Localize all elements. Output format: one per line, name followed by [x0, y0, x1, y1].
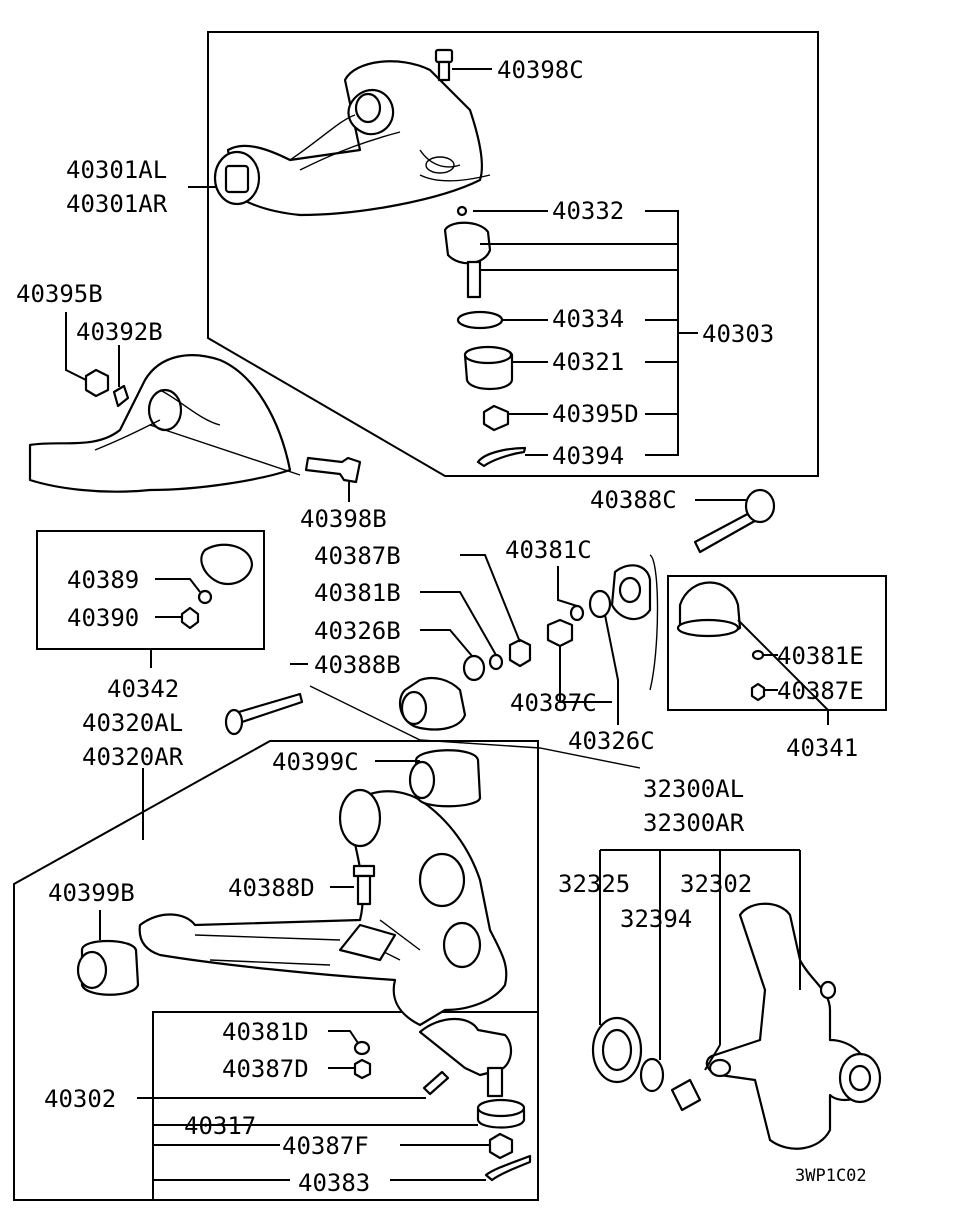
- leader-40326C: [604, 614, 619, 725]
- ball-joint-boot-parts: [676, 581, 766, 702]
- label-32302: 32302: [680, 870, 752, 898]
- label-40387D: 40387D: [222, 1055, 309, 1083]
- label-40390: 40390: [67, 604, 139, 632]
- label-32394: 32394: [620, 905, 692, 933]
- label-40394: 40394: [552, 442, 624, 470]
- label-40398B: 40398B: [300, 505, 387, 533]
- label-40388C: 40388C: [590, 486, 677, 514]
- label-40302: 40302: [44, 1085, 116, 1113]
- label-40389: 40389: [67, 566, 139, 594]
- label-40326B: 40326B: [314, 617, 401, 645]
- upper-ball-joint-parts: [443, 205, 527, 468]
- label-40387B: 40387B: [314, 542, 401, 570]
- steering-knuckle-parts: [591, 902, 882, 1150]
- label-40381B: 40381B: [314, 579, 401, 607]
- bracket-40303: [480, 210, 698, 456]
- lower-arm-frame: [13, 740, 539, 1201]
- leader-40389: [155, 578, 201, 593]
- leader-40381D: [328, 1030, 359, 1044]
- bracket-40302: [137, 1097, 478, 1181]
- label-40392B: 40392B: [76, 318, 163, 346]
- upper-arm-side-view: [28, 354, 362, 493]
- bolt-40398C: [434, 48, 492, 82]
- leader-40381C: [557, 566, 578, 607]
- label-40334: 40334: [552, 305, 624, 333]
- lower-ball-joint-parts: [353, 1017, 532, 1182]
- label-40381C: 40381C: [505, 536, 592, 564]
- label-40381D: 40381D: [222, 1018, 309, 1046]
- label-40383: 40383: [298, 1169, 370, 1197]
- leader-40395B: [65, 312, 87, 381]
- label-40317: 40317: [184, 1112, 256, 1140]
- upper-arm-assembly: [213, 60, 491, 217]
- label-40332: 40332: [552, 197, 624, 225]
- label-40341: 40341: [786, 734, 858, 762]
- label-40395B: 40395B: [16, 280, 103, 308]
- bolt-40398B-shape: [304, 456, 362, 484]
- boot-kit-parts: [180, 543, 254, 630]
- label-40301AL: 40301AL: [66, 156, 167, 184]
- reference-code: 3WP1C02: [795, 1166, 867, 1186]
- lower-arm-assembly: [76, 749, 508, 1027]
- label-40301AR: 40301AR: [66, 190, 168, 218]
- leader-40326B: [420, 629, 473, 657]
- label-40387E: 40387E: [777, 677, 864, 705]
- label-40388D: 40388D: [228, 874, 315, 902]
- label-40326C: 40326C: [568, 727, 655, 755]
- washer-40392B-shape: [112, 384, 130, 408]
- label-40342: 40342: [107, 675, 179, 703]
- label-40387C: 40387C: [510, 689, 597, 717]
- label-32300AR: 32300AR: [643, 809, 745, 837]
- label-40303: 40303: [702, 320, 774, 348]
- leader-40341: [737, 619, 829, 725]
- ball-joint-boot-frame: [667, 575, 887, 711]
- label-40320AL: 40320AL: [82, 709, 183, 737]
- leader-40387C: [559, 646, 612, 703]
- label-40399B: 40399B: [48, 879, 135, 907]
- label-32325: 32325: [558, 870, 630, 898]
- label-40398C: 40398C: [497, 56, 584, 84]
- leader-32300: [309, 685, 641, 769]
- leader-40387B: [460, 554, 521, 643]
- leader-40381B: [420, 591, 497, 656]
- upper-arm-frame: [207, 31, 819, 477]
- label-40381E: 40381E: [777, 642, 864, 670]
- center-hardware: [224, 488, 776, 736]
- label-40399C: 40399C: [272, 748, 359, 776]
- label-40388B: 40388B: [314, 651, 401, 679]
- label-40320AR: 40320AR: [82, 743, 184, 771]
- label-40387F: 40387F: [282, 1132, 369, 1160]
- label-40395D: 40395D: [552, 400, 639, 428]
- label-40321: 40321: [552, 348, 624, 376]
- nut-40395B-shape: [84, 368, 110, 398]
- label-32300AL: 32300AL: [643, 775, 744, 803]
